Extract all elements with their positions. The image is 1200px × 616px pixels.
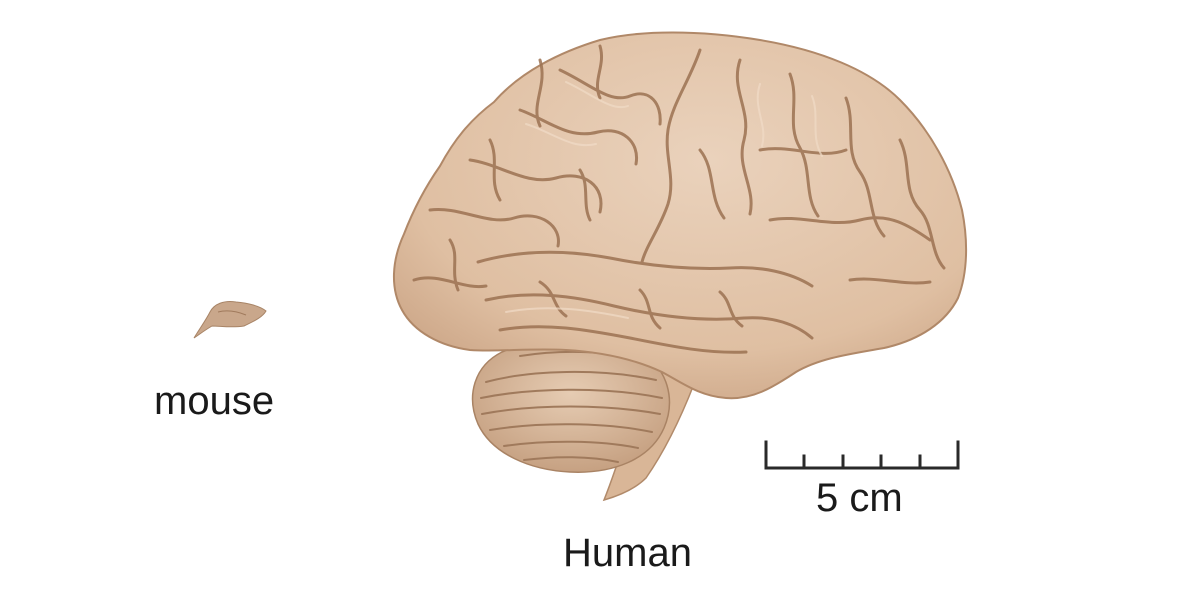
mouse-label: mouse — [154, 379, 275, 423]
human-brain — [393, 31, 968, 502]
human-label: Human — [563, 531, 692, 575]
scale-bar — [764, 440, 960, 470]
scale-bar-label: 5 cm — [816, 476, 903, 520]
cerebrum — [393, 31, 968, 400]
mouse-brain — [193, 301, 267, 339]
